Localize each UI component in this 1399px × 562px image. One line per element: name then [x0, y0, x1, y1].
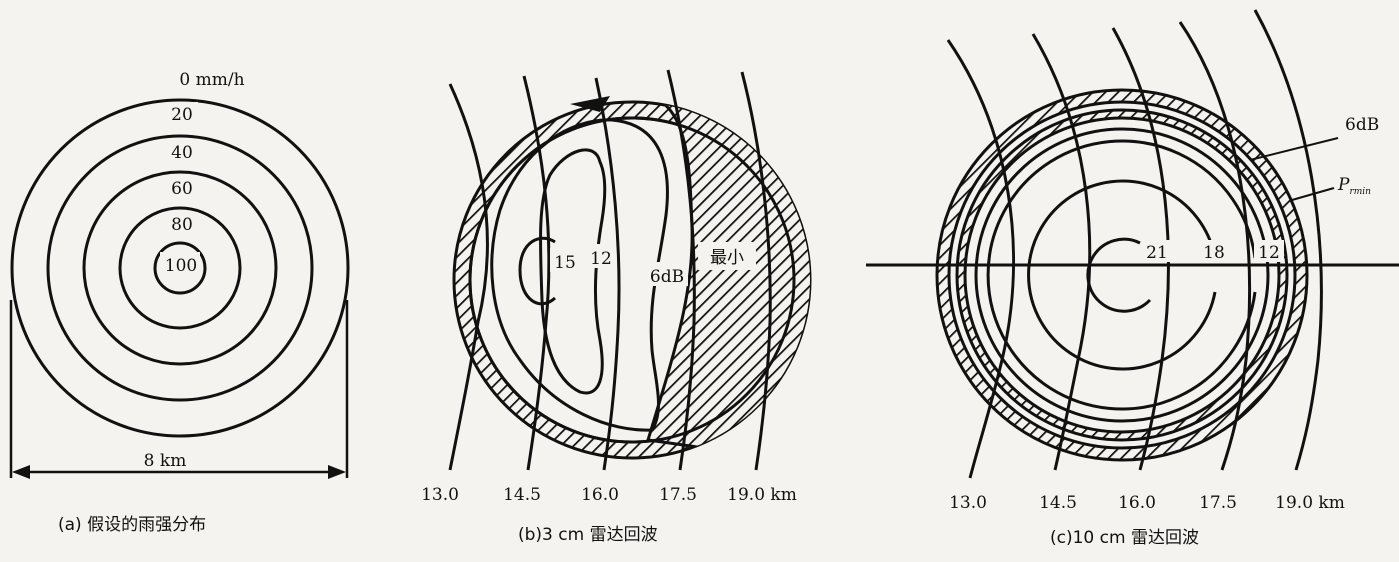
prmin-symbol: P: [1337, 175, 1350, 195]
contour-21-c: [1086, 237, 1152, 313]
contour-80: [153, 241, 207, 295]
dimension-line: [9, 300, 349, 479]
contour-label-6db: 6dB: [650, 267, 684, 287]
range-label-13-0-b: 13.0: [421, 485, 459, 505]
contour-6db-b: [490, 118, 669, 432]
rain-contours: [10, 98, 350, 438]
contour-label-60: 60: [171, 179, 193, 199]
contour-label-100: 100: [165, 256, 197, 276]
contour-label-20: 20: [171, 105, 193, 125]
contour-12-b: [539, 148, 607, 395]
range-label-19-0-c: 19.0 km: [1275, 493, 1345, 513]
panel-b: 15 12 6dB 最小 13.0 14.5 16.0 17.5 19.0 km…: [421, 69, 812, 545]
contour-40: [82, 170, 278, 366]
range-label-16-0-b: 16.0: [581, 485, 619, 505]
range-label-14-5-b: 14.5: [503, 485, 541, 505]
contour-label-15: 15: [554, 253, 576, 273]
caption-b: (b)3 cm 雷达回波: [518, 525, 658, 545]
contour-60: [118, 206, 242, 330]
inner-hatched-band: [955, 108, 1289, 442]
range-label-14-5-c: 14.5: [1039, 493, 1077, 513]
range-arcs-c: [946, 9, 1323, 479]
callout-6db: 6dB: [1345, 115, 1379, 135]
range-arcs-b: [448, 69, 772, 471]
contour-6db-c: [974, 127, 1270, 423]
range-label-17-5-c: 17.5: [1199, 493, 1237, 513]
contour-15-b: [518, 236, 557, 306]
caption-c: (c)10 cm 雷达回波: [1050, 528, 1199, 548]
contour-12-c: [986, 139, 1257, 411]
caption-a: (a) 假设的雨强分布: [58, 515, 206, 535]
contour-label-0: 0 mm/h: [179, 70, 244, 90]
range-label-19-0-b: 19.0 km: [727, 485, 797, 505]
prmin-subscript: rmin: [1349, 187, 1371, 197]
contour-label-12-c: 12: [1258, 243, 1280, 263]
callout-prmin: Prmin: [1337, 175, 1371, 197]
contour-label-12: 12: [590, 249, 612, 269]
range-label-13-0-c: 13.0: [949, 493, 987, 513]
dimension-label: 8 km: [144, 451, 187, 471]
contour-label-40: 40: [171, 143, 193, 163]
contour-label-18: 18: [1203, 243, 1225, 263]
minimum-label: 最小: [710, 248, 744, 268]
contour-0: [10, 98, 350, 438]
range-label-17-5-b: 17.5: [659, 485, 697, 505]
panel-c: 21 18 12 6dB Prmin 13.0 14.5 16.0 17.5 1…: [866, 9, 1399, 548]
contour-label-80: 80: [171, 215, 193, 235]
contour-20: [46, 134, 314, 402]
contour-18-c: [1027, 179, 1217, 371]
contour-label-21: 21: [1146, 243, 1168, 263]
panel-a: 0 mm/h 20 40 60 80 100 8 km (a) 假设的雨强分布: [9, 70, 350, 535]
range-label-16-0-c: 16.0: [1118, 493, 1156, 513]
outer-hatched-band: [935, 88, 1309, 462]
